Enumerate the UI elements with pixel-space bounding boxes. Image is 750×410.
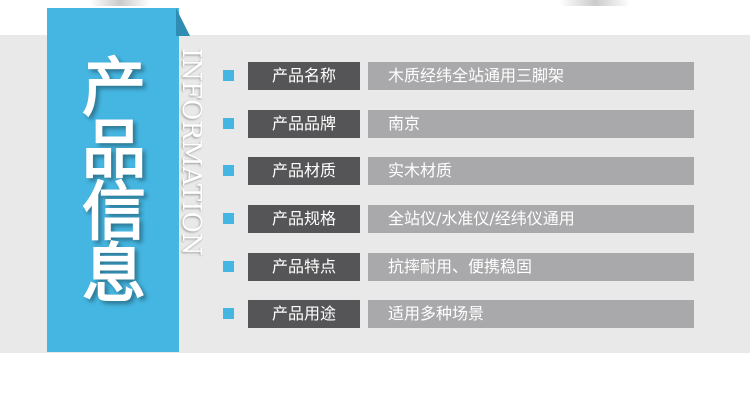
info-row-feature: 产品特点 抗摔耐用、便携稳固 bbox=[223, 253, 694, 281]
info-value: 全站仪/水准仪/经纬仪通用 bbox=[368, 205, 694, 233]
info-value: 实木材质 bbox=[368, 157, 694, 185]
info-row-spec: 产品规格 全站仪/水准仪/经纬仪通用 bbox=[223, 205, 694, 233]
info-row-name: 产品名称 木质经纬全站通用三脚架 bbox=[223, 62, 694, 90]
square-bullet-icon bbox=[223, 308, 234, 319]
title-panel-fold bbox=[176, 8, 190, 36]
info-label: 产品特点 bbox=[248, 253, 360, 281]
square-bullet-icon bbox=[223, 165, 234, 176]
info-row-material: 产品材质 实木材质 bbox=[223, 157, 694, 185]
info-label: 产品材质 bbox=[248, 157, 360, 185]
title-chinese: 产品信息 bbox=[82, 52, 146, 312]
info-row-brand: 产品品牌 南京 bbox=[223, 110, 694, 138]
info-value: 适用多种场景 bbox=[368, 300, 694, 328]
info-label: 产品用途 bbox=[248, 300, 360, 328]
info-value: 抗摔耐用、便携稳固 bbox=[368, 253, 694, 281]
square-bullet-icon bbox=[223, 70, 234, 81]
info-label: 产品品牌 bbox=[248, 110, 360, 138]
info-label: 产品规格 bbox=[248, 205, 360, 233]
square-bullet-icon bbox=[223, 261, 234, 272]
title-panel bbox=[47, 8, 179, 352]
decorative-streak-right bbox=[560, 0, 630, 6]
info-value: 木质经纬全站通用三脚架 bbox=[368, 62, 694, 90]
square-bullet-icon bbox=[223, 213, 234, 224]
info-value: 南京 bbox=[368, 110, 694, 138]
title-english: INFORMATION bbox=[176, 48, 206, 256]
info-row-usage: 产品用途 适用多种场景 bbox=[223, 300, 694, 328]
square-bullet-icon bbox=[223, 118, 234, 129]
info-label: 产品名称 bbox=[248, 62, 360, 90]
decorative-streak-left bbox=[90, 0, 150, 6]
